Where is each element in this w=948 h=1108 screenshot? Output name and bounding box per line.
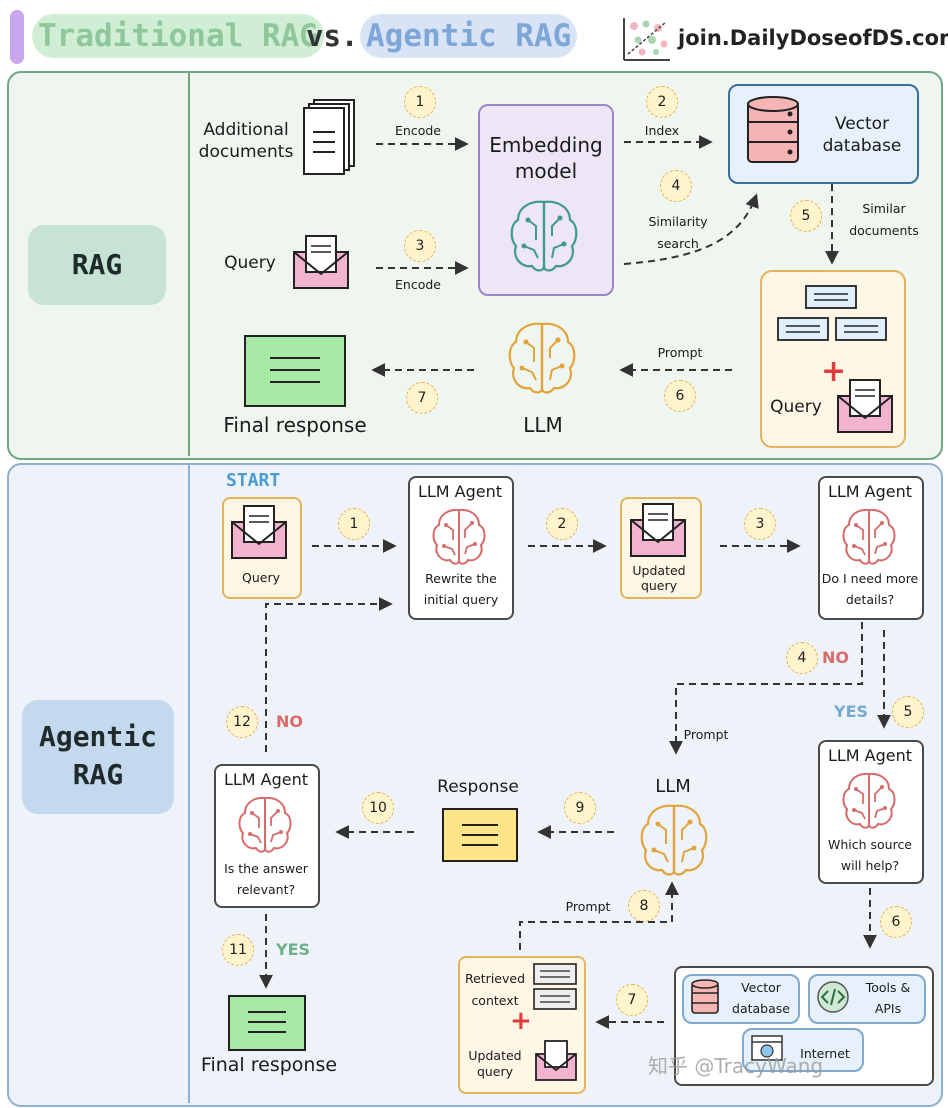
agent-relevance-caption: Is the answer relevant?	[224, 861, 308, 897]
llm-label: LLM	[523, 413, 563, 437]
agent-rewrite-title: LLM Agent	[417, 482, 503, 501]
agent-source-brain-icon	[842, 772, 896, 829]
source-tools-label: Tools & APIs	[865, 980, 911, 1016]
agentic-divider	[188, 465, 190, 1103]
agent-details-caption: Do I need more details?	[821, 571, 919, 607]
response-card	[442, 808, 518, 862]
step-circle-1: 1	[404, 86, 436, 118]
plus-icon: +	[821, 354, 847, 389]
ag-step-circle-1: 1	[338, 508, 370, 540]
source-internet-label: Internet	[800, 1046, 850, 1061]
source-database-icon	[691, 979, 719, 1014]
agentic-section-label: Agentic RAG	[22, 700, 174, 814]
prompt-label: Prompt	[657, 345, 703, 360]
agent-source-card	[818, 740, 924, 884]
retrieval-query-envelope-icon	[837, 379, 893, 433]
agentic-final-response-label: Final response	[200, 1054, 338, 1076]
embedding-brain-icon	[510, 200, 578, 272]
title-agentic-rag: Agentic RAG	[360, 14, 578, 58]
ag-step-circle-10: 10	[362, 792, 394, 824]
browser-icon	[751, 1035, 783, 1061]
start-label: START	[226, 470, 281, 491]
start-query-envelope-icon	[231, 505, 287, 559]
source-vector-label: Vector database	[732, 980, 790, 1016]
step-circle-7: 7	[406, 382, 438, 414]
llm-brain-icon	[508, 322, 576, 394]
step-circle-5: 5	[790, 200, 822, 232]
agent-source-caption: Which source will help?	[827, 837, 913, 873]
ag-step-circle-8: 8	[628, 890, 660, 922]
rag-divider	[188, 73, 190, 456]
agentic-prompt-label: Prompt	[683, 727, 729, 742]
context-documents-icon	[533, 963, 577, 1010]
retrieval-query-label: Query	[770, 397, 822, 417]
agent-relevance-title: LLM Agent	[223, 770, 309, 789]
ag-step-circle-7: 7	[616, 984, 648, 1016]
final-response-label: Final response	[223, 413, 367, 437]
agent-details-card	[818, 476, 924, 620]
no-label-12: NO	[276, 712, 303, 731]
rag-query-label: Query	[224, 253, 276, 273]
scatter-logo-icon	[623, 18, 670, 61]
agent-source-title: LLM Agent	[827, 746, 913, 765]
response-label: Response	[437, 777, 519, 797]
step-circle-3: 3	[404, 230, 436, 262]
start-query-label: Query	[242, 570, 280, 585]
ag-step-circle-2: 2	[546, 508, 578, 540]
index-label: Index	[644, 123, 680, 138]
watermark: 知乎 @TracyWang	[648, 1054, 824, 1078]
ag-step-circle-3: 3	[744, 508, 776, 540]
step-circle-6: 6	[664, 380, 696, 412]
ag-step-circle-5: 5	[892, 696, 924, 728]
title-vs: vs.	[306, 19, 359, 53]
agentic-prompt8-label: Prompt	[565, 899, 611, 914]
encode-label-1: Encode	[395, 123, 441, 138]
code-icon	[817, 981, 849, 1013]
context-plus-icon: +	[510, 1006, 532, 1036]
agent-details-title: LLM Agent	[827, 482, 913, 501]
updated-query-envelope-icon	[630, 503, 686, 557]
step-circle-4: 4	[660, 170, 692, 202]
agentic-final-response-card	[228, 995, 306, 1051]
encode-label-3: Encode	[395, 277, 441, 292]
agent-details-brain-icon	[842, 508, 896, 565]
agentic-llm-brain-icon	[640, 804, 708, 876]
step-circle-2: 2	[646, 86, 678, 118]
agent-rewrite-caption: Rewrite the initial query	[423, 571, 499, 607]
vector-database-label: Vector database	[822, 114, 902, 156]
final-response-card	[244, 335, 346, 407]
agent-relevance-card	[214, 764, 320, 908]
context-updated-query-label: Updated query	[468, 1048, 522, 1079]
retrieved-documents-icon	[777, 285, 887, 341]
ag-step-circle-11: 11	[222, 934, 254, 966]
context-envelope-icon	[535, 1040, 577, 1081]
no-label-4: NO	[822, 648, 849, 667]
brand-link[interactable]: join.DailyDoseofDS.com	[678, 26, 948, 50]
retrieved-context-label: Retrieved context	[464, 971, 526, 1008]
similarity-search-label: Similarity search	[648, 214, 708, 251]
database-icon	[747, 96, 799, 163]
yes-label-5: YES	[834, 702, 869, 721]
additional-documents-label: Additional documents	[198, 120, 294, 162]
agentic-llm-label: LLM	[655, 776, 691, 797]
updated-query-label: Updated query	[632, 563, 686, 593]
ag-step-circle-4: 4	[786, 642, 818, 674]
ag-step-circle-6: 6	[880, 906, 912, 938]
query-envelope-icon	[293, 235, 349, 289]
embedding-model-box	[478, 104, 614, 296]
documents-icon	[303, 99, 355, 175]
agent-rewrite-card	[408, 476, 514, 620]
rag-section-label: RAG	[28, 225, 166, 305]
agent-rewrite-brain-icon	[432, 508, 486, 565]
title-traditional-rag: Traditional RAG	[32, 14, 324, 58]
ag-step-circle-9: 9	[564, 792, 596, 824]
header-accent-bar	[10, 10, 24, 64]
yes-label-11: YES	[276, 940, 311, 959]
similar-documents-label: Similar documents	[849, 201, 919, 238]
agent-relevance-brain-icon	[238, 796, 292, 853]
embedding-model-label: Embedding model	[489, 133, 603, 183]
ag-step-circle-12: 12	[226, 706, 258, 738]
